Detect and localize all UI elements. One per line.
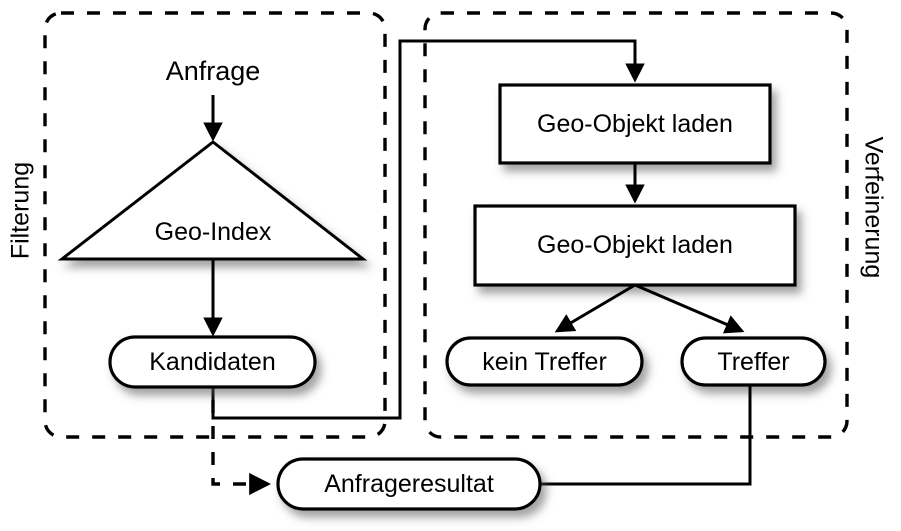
node-geo-objekt-laden-1-label: Geo-Objekt laden: [537, 110, 733, 138]
group-frame-verfeinerung: [423, 11, 849, 439]
edge-treffer-to-anfrageresultat: [540, 385, 752, 486]
node-anfrageresultat-label: Anfrageresultat: [324, 470, 494, 498]
node-treffer-label: Treffer: [717, 348, 790, 376]
node-treffer-shape: [680, 336, 827, 387]
edge-geo-objekt-laden-2-to-treffer: [634, 283, 745, 334]
edge-kandidaten-to-anfrageresultat: [211, 400, 271, 496]
node-anfrage-label: Anfrage: [165, 56, 261, 86]
edge-geo-objekt-laden-2-to-kein-treffer: [554, 283, 636, 333]
node-kein-treffer-label: kein Treffer: [482, 348, 607, 376]
group-label-verfeinerung: Verfeinerung: [859, 136, 888, 279]
node-geo-objekt-laden-1-shape: [498, 83, 772, 165]
node-kandidaten-shape: [108, 335, 317, 389]
group-label-filterung: Filterung: [6, 161, 35, 260]
node-kein-treffer-shape: [445, 336, 644, 387]
group-frame-filterung: [43, 11, 387, 439]
node-kandidaten-label: Kandidaten: [149, 348, 276, 376]
node-geo-objekt-laden-2-shape: [473, 204, 797, 287]
node-geo-index-label: Geo-Index: [154, 218, 272, 246]
node-geo-objekt-laden-2-label: Geo-Objekt laden: [537, 231, 733, 259]
node-anfrageresultat-shape: [276, 457, 542, 511]
